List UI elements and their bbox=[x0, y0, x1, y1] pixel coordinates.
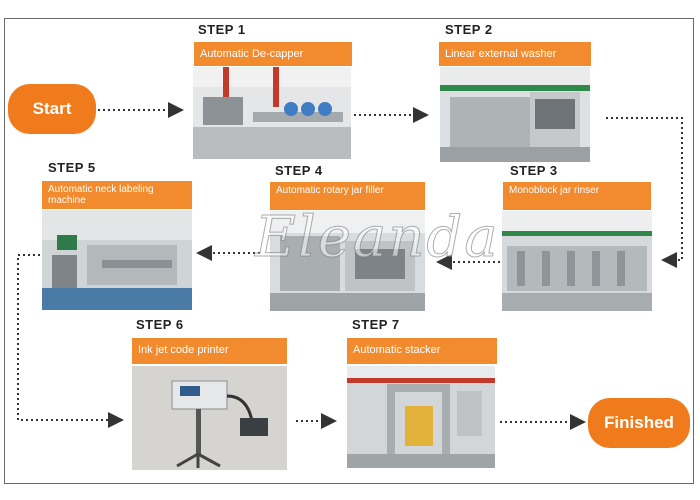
step-3-banner: Monoblock jar rinser bbox=[503, 182, 651, 210]
step-7-photo bbox=[347, 366, 495, 468]
step-4-title: STEP 4 bbox=[275, 163, 323, 178]
step-6-banner: Ink jet code printer bbox=[132, 338, 287, 364]
step-1-title: STEP 1 bbox=[198, 22, 246, 37]
step-5-title: STEP 5 bbox=[48, 160, 96, 175]
step-4-banner: Automatic rotary jar filler bbox=[270, 182, 425, 210]
start-node: Start bbox=[8, 84, 96, 134]
step-3-title: STEP 3 bbox=[510, 163, 558, 178]
arrow-step2-step3 bbox=[606, 117, 683, 268]
arrow-step5-step6 bbox=[17, 254, 124, 428]
step-5-banner: Automatic neck labeling machine bbox=[42, 181, 192, 209]
step-2-photo bbox=[440, 67, 590, 162]
step-4-photo bbox=[270, 211, 425, 311]
step-7-banner: Automatic stacker bbox=[347, 338, 497, 364]
step-2-banner: Linear external washer bbox=[439, 42, 591, 66]
finished-node: Finished bbox=[588, 398, 690, 448]
step-1-photo bbox=[193, 67, 351, 159]
diagram-frame bbox=[4, 18, 694, 484]
step-3-photo bbox=[502, 211, 652, 311]
step-7-title: STEP 7 bbox=[352, 317, 400, 332]
step-6-title: STEP 6 bbox=[136, 317, 184, 332]
step-2-title: STEP 2 bbox=[445, 22, 493, 37]
step-5-photo bbox=[42, 210, 192, 310]
step-6-photo bbox=[132, 366, 287, 470]
step-1-banner: Automatic De-capper bbox=[194, 42, 352, 66]
